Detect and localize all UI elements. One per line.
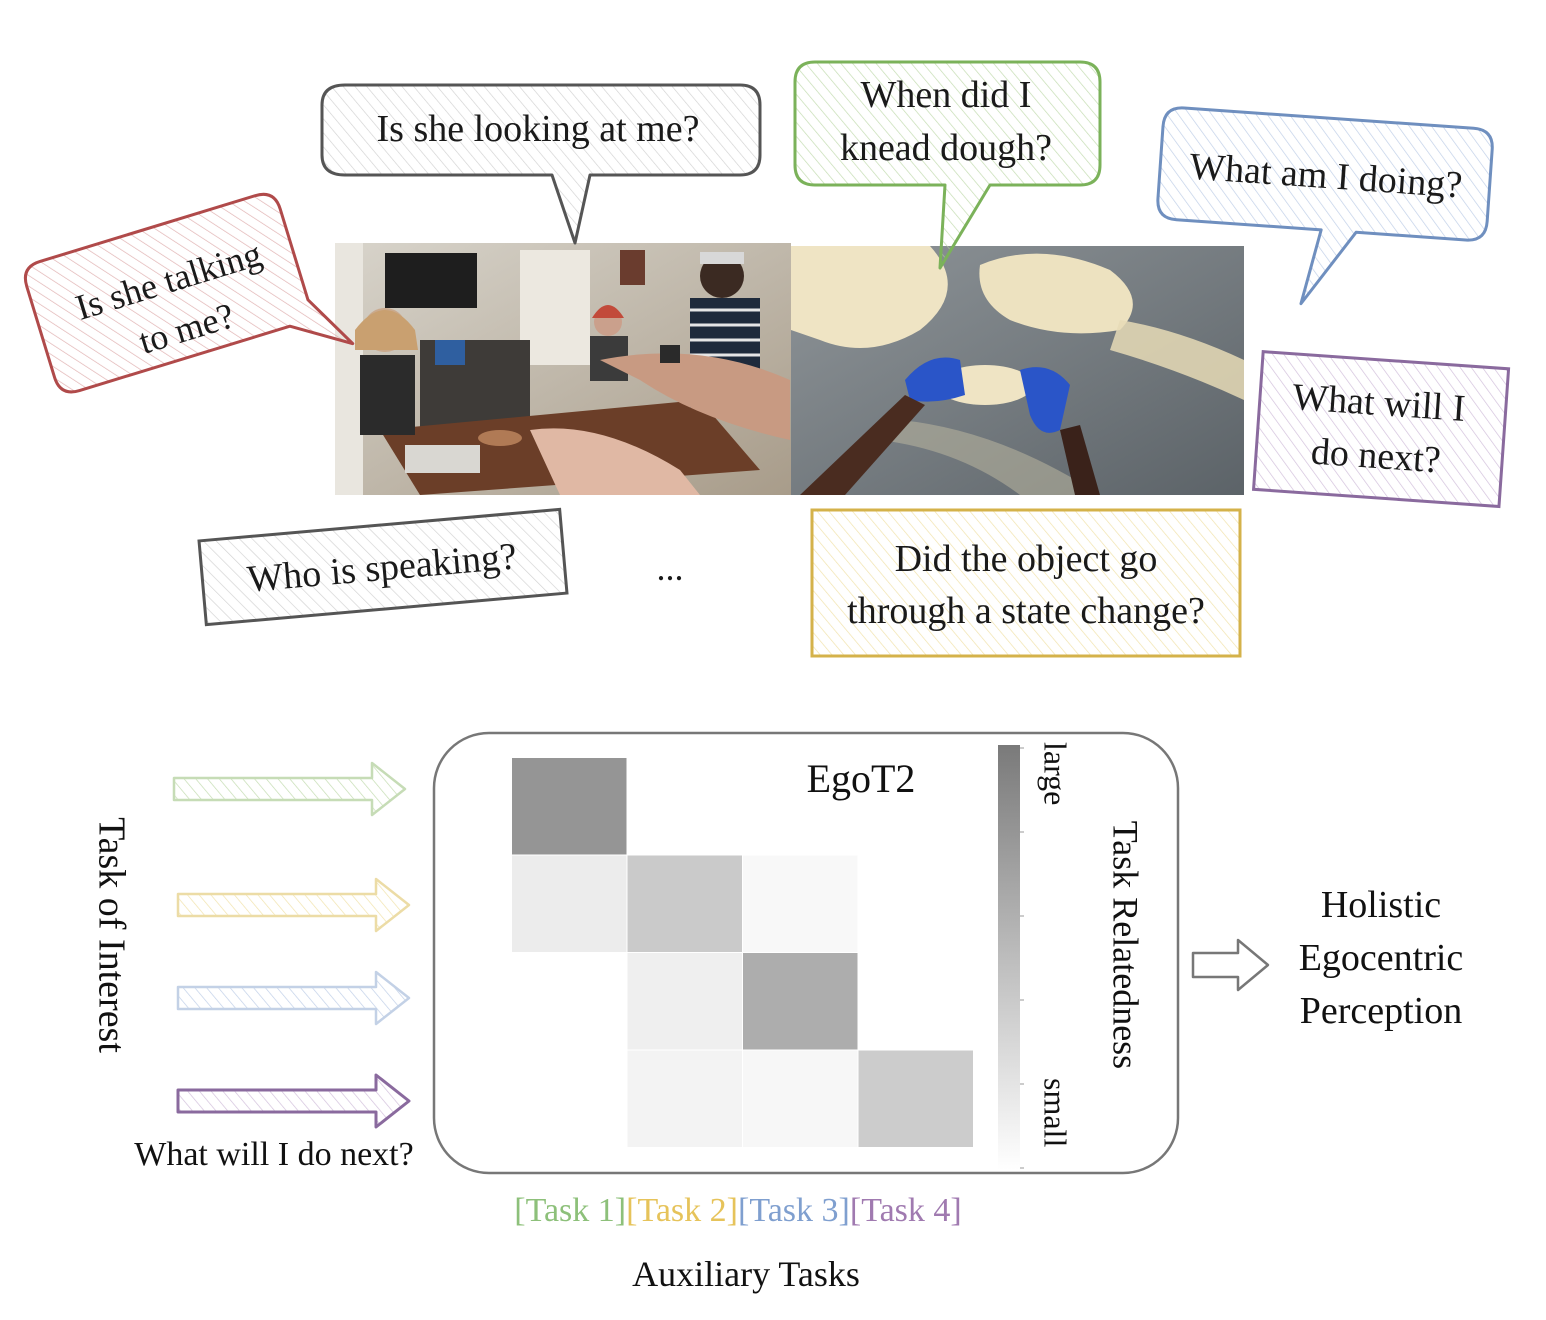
bubble-looking (320, 83, 762, 245)
bubble-knead (793, 60, 1102, 270)
heatmap-cell-r3-c3 (743, 953, 858, 1050)
auxiliary-tasks-label: Auxiliary Tasks (632, 1254, 860, 1294)
state-line2: through a state change? (847, 590, 1205, 632)
colorbar-gradient (998, 745, 1020, 1170)
task-label-1: [Task 1] (514, 1192, 626, 1229)
arrow-caption: What will I do next? (134, 1136, 413, 1173)
social-scene-photo (335, 243, 791, 495)
bubble-talking (23, 192, 355, 394)
task-label-2: [Task 2] (626, 1192, 738, 1229)
heatmap-cell-r2-c1 (512, 855, 627, 952)
input-arrow-4 (176, 1073, 411, 1129)
input-arrow-1 (172, 761, 407, 817)
knead-line1: When did I (861, 74, 1032, 116)
task-relatedness-label: Task Relatedness (1106, 821, 1146, 1069)
egot2-title: EgoT2 (807, 756, 916, 801)
state-line1: Did the object go (895, 538, 1158, 580)
box-next (1251, 350, 1511, 509)
bubble-doing (1156, 106, 1494, 306)
task-label-4: [Task 4] (850, 1192, 962, 1229)
output-arrow (1191, 938, 1270, 992)
input-arrow-3 (176, 970, 411, 1026)
task-label-3: [Task 3] (738, 1192, 850, 1229)
knead-line2: knead dough? (840, 127, 1052, 169)
heatmap-cell-r3-c2 (627, 953, 742, 1050)
heatmap-cell-r1-c1 (512, 758, 627, 855)
kneading-photo (791, 246, 1244, 495)
relatedness-heatmap (512, 758, 973, 1147)
colorbar (998, 745, 1024, 1170)
task-labels: [Task 1][Task 2][Task 3][Task 4] (514, 1192, 962, 1229)
output-line2: Egocentric (1299, 937, 1464, 979)
task-of-interest-label: Task of Interest (90, 817, 132, 1053)
heatmap-cell-r2-c2 (627, 855, 742, 952)
heatmap-cell-r4-c4 (858, 1050, 973, 1147)
ellipsis: ... (657, 548, 684, 588)
heatmap-cell-r4-c2 (627, 1050, 742, 1147)
colorbar-large: large (1038, 742, 1074, 805)
colorbar-small: small (1038, 1078, 1074, 1147)
looking-text: Is she looking at me? (377, 108, 700, 150)
heatmap-cell-r4-c3 (743, 1050, 858, 1147)
output-line3: Perception (1300, 990, 1463, 1032)
output-line1: Holistic (1321, 884, 1441, 926)
box-speaking (197, 507, 569, 627)
heatmap-cell-r2-c3 (743, 855, 858, 952)
egot2-box (432, 731, 1180, 1175)
box-state (810, 508, 1242, 658)
input-arrow-2 (176, 877, 411, 933)
next-line2: do next? (1310, 431, 1442, 482)
